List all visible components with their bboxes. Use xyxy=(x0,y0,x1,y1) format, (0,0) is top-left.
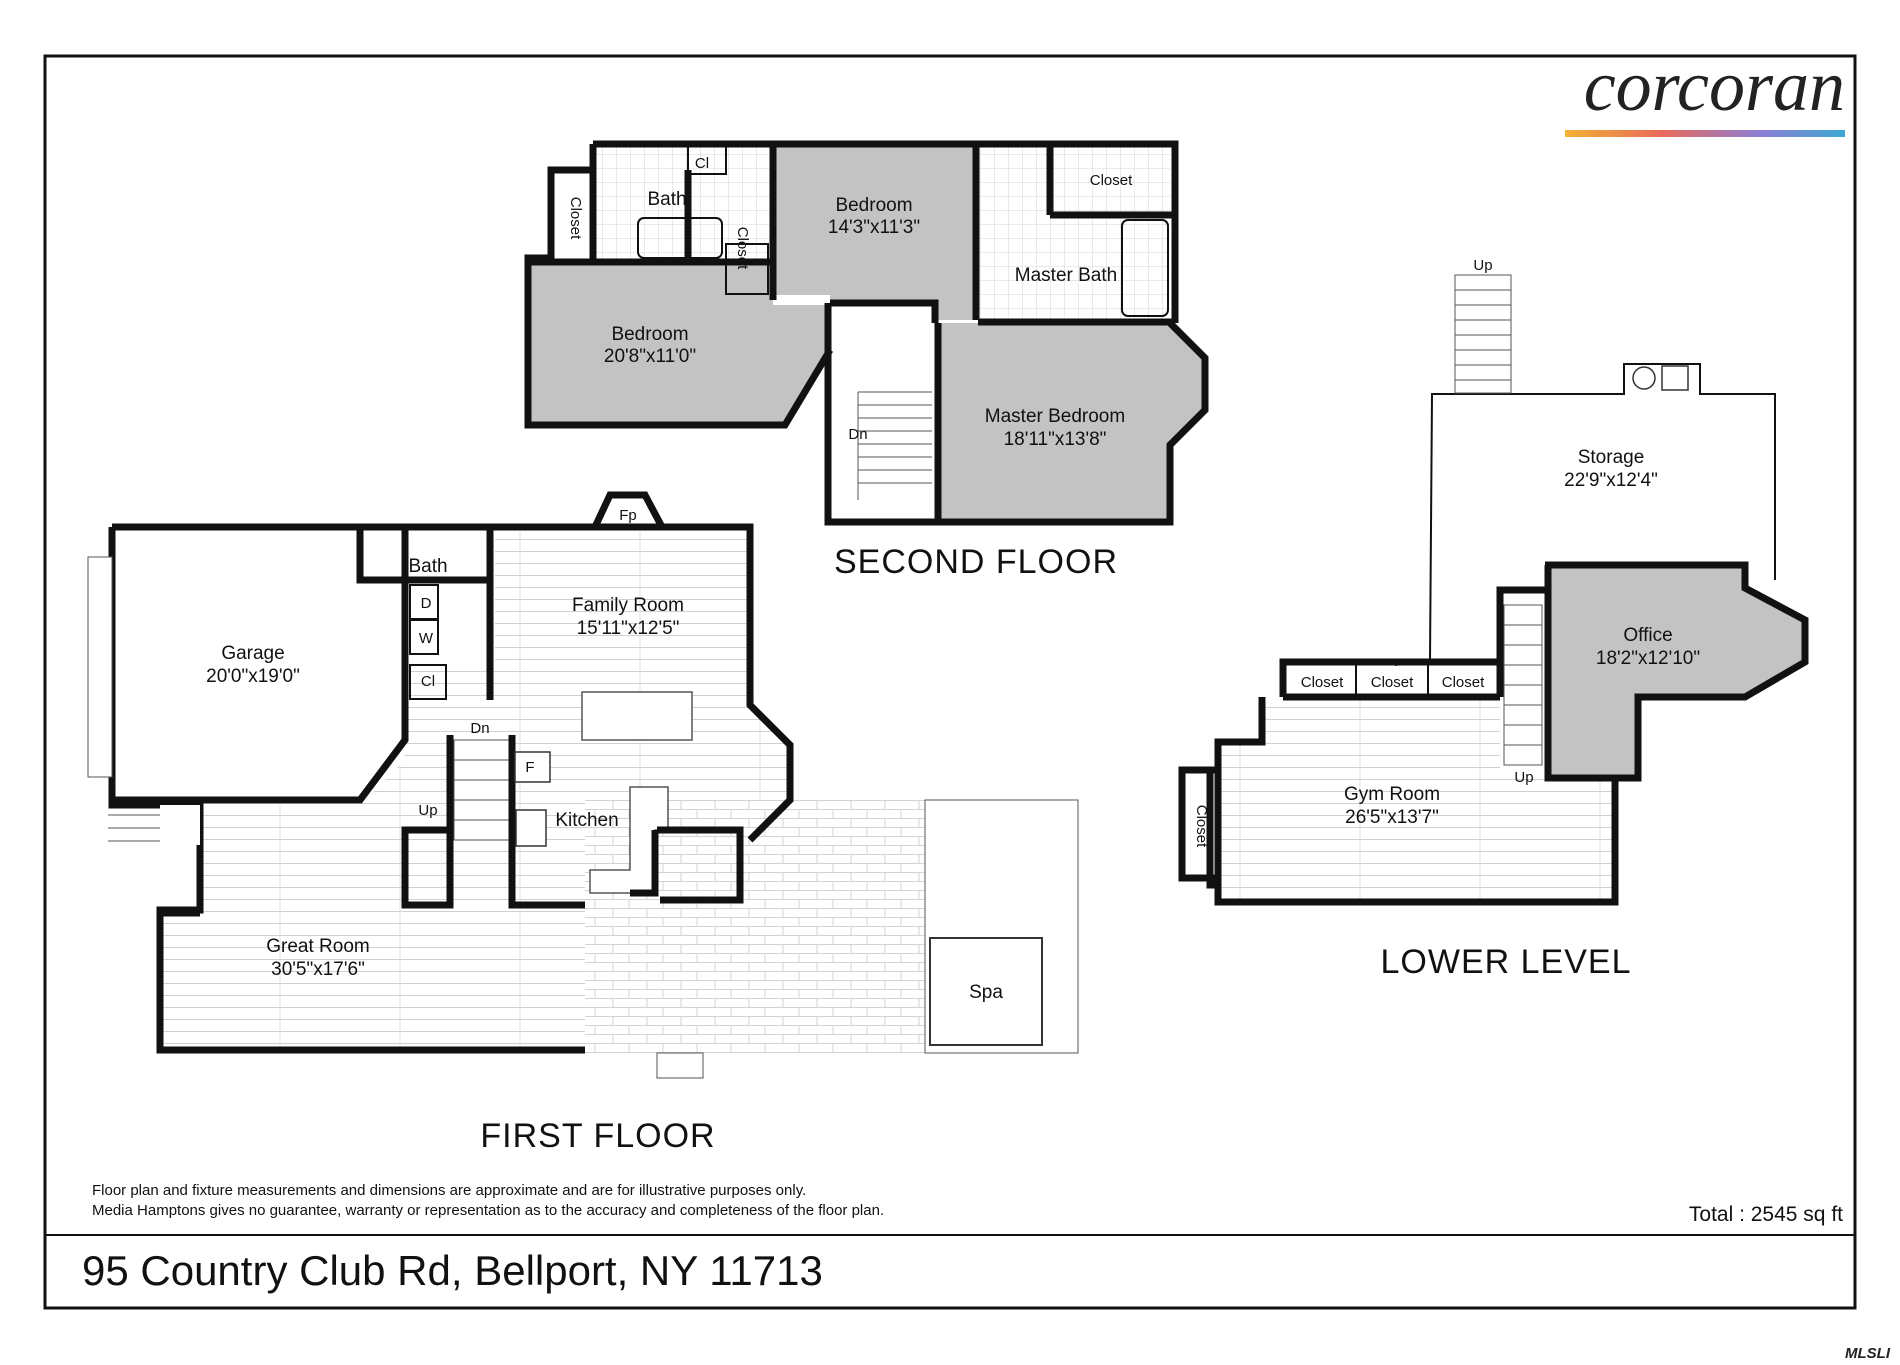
disclaimer-line-2: Media Hamptons gives no guarantee, warra… xyxy=(92,1202,884,1219)
gym-room-dim: 26'5"x13'7" xyxy=(1345,807,1439,828)
second-dn-label: Dn xyxy=(848,426,867,443)
bedroom2-name: Bedroom xyxy=(611,324,688,345)
first-floor: Garage 20'0"x19'0" Bath D W Cl Fp Family… xyxy=(87,491,1079,1155)
washer-label: W xyxy=(419,630,434,647)
first-dn-label: Dn xyxy=(470,720,489,737)
second-closet-right-label: Closet xyxy=(1090,172,1133,189)
storage-name: Storage xyxy=(1578,447,1645,468)
bedroom1-dim: 14'3"x11'3" xyxy=(828,217,920,238)
lower-closet-1: Closet xyxy=(1301,674,1344,691)
lower-closet-2: Closet xyxy=(1371,674,1414,691)
fireplace-label: Fp xyxy=(619,507,637,524)
office-dim: 18'2"x12'10" xyxy=(1596,648,1700,669)
family-room-name: Family Room xyxy=(572,595,684,616)
second-closet-mid-label: Closet xyxy=(734,227,751,270)
gym-room-name: Gym Room xyxy=(1344,784,1440,805)
family-room-dim: 15'11"x12'5" xyxy=(577,618,680,639)
dryer-label: D xyxy=(421,595,432,612)
mls-watermark: MLSLI xyxy=(1845,1345,1891,1362)
lower-closet-3: Closet xyxy=(1442,674,1485,691)
lower-up-inner-label: Up xyxy=(1514,769,1533,786)
garage-name: Garage xyxy=(221,643,284,664)
total-area: Total : 2545 sq ft xyxy=(1689,1203,1843,1226)
first-up-label: Up xyxy=(418,802,437,819)
master-bath-label: Master Bath xyxy=(1015,265,1117,286)
brand-logo: corcoran xyxy=(1584,46,1845,126)
second-cl-label: Cl xyxy=(695,155,709,172)
second-floor: Closet Bath Cl Bedroom 14'3"x11'3" Close… xyxy=(524,140,1209,581)
brand-underline xyxy=(1565,130,1845,137)
second-closet-left-label: Closet xyxy=(567,197,584,240)
lower-level-title: LOWER LEVEL xyxy=(1381,943,1632,981)
page-frame xyxy=(43,54,1857,1310)
lower-closet-side: Closet xyxy=(1193,805,1210,848)
fridge-label: F xyxy=(525,759,534,776)
lower-up-stair-label: Up xyxy=(1473,257,1492,274)
first-bath-label: Bath xyxy=(408,556,447,577)
second-floor-title: SECOND FLOOR xyxy=(834,543,1118,581)
first-floor-title: FIRST FLOOR xyxy=(480,1117,715,1155)
office-name: Office xyxy=(1623,625,1672,646)
spa-label: Spa xyxy=(969,982,1003,1003)
storage-dim: 22'9"x12'4" xyxy=(1564,470,1658,491)
bedroom2-dim: 20'8"x11'0" xyxy=(604,346,696,367)
master-bedroom-dim: 18'11"x13'8" xyxy=(1004,429,1107,450)
second-bath-label: Bath xyxy=(647,189,686,210)
disclaimer-line-1: Floor plan and fixture measurements and … xyxy=(92,1182,806,1199)
kitchen-label: Kitchen xyxy=(555,810,618,831)
property-address: 95 Country Club Rd, Bellport, NY 11713 xyxy=(82,1247,823,1294)
first-cl-label: Cl xyxy=(421,673,435,690)
garage-dim: 20'0"x19'0" xyxy=(206,666,300,687)
great-room-dim: 30'5"x17'6" xyxy=(271,959,365,980)
great-room-name: Great Room xyxy=(266,936,369,957)
lower-level: Up Storage 22'9"x12'4" Office 18'2"x12'1… xyxy=(1178,257,1809,981)
master-bedroom-name: Master Bedroom xyxy=(985,406,1125,427)
bedroom1-name: Bedroom xyxy=(835,195,912,216)
